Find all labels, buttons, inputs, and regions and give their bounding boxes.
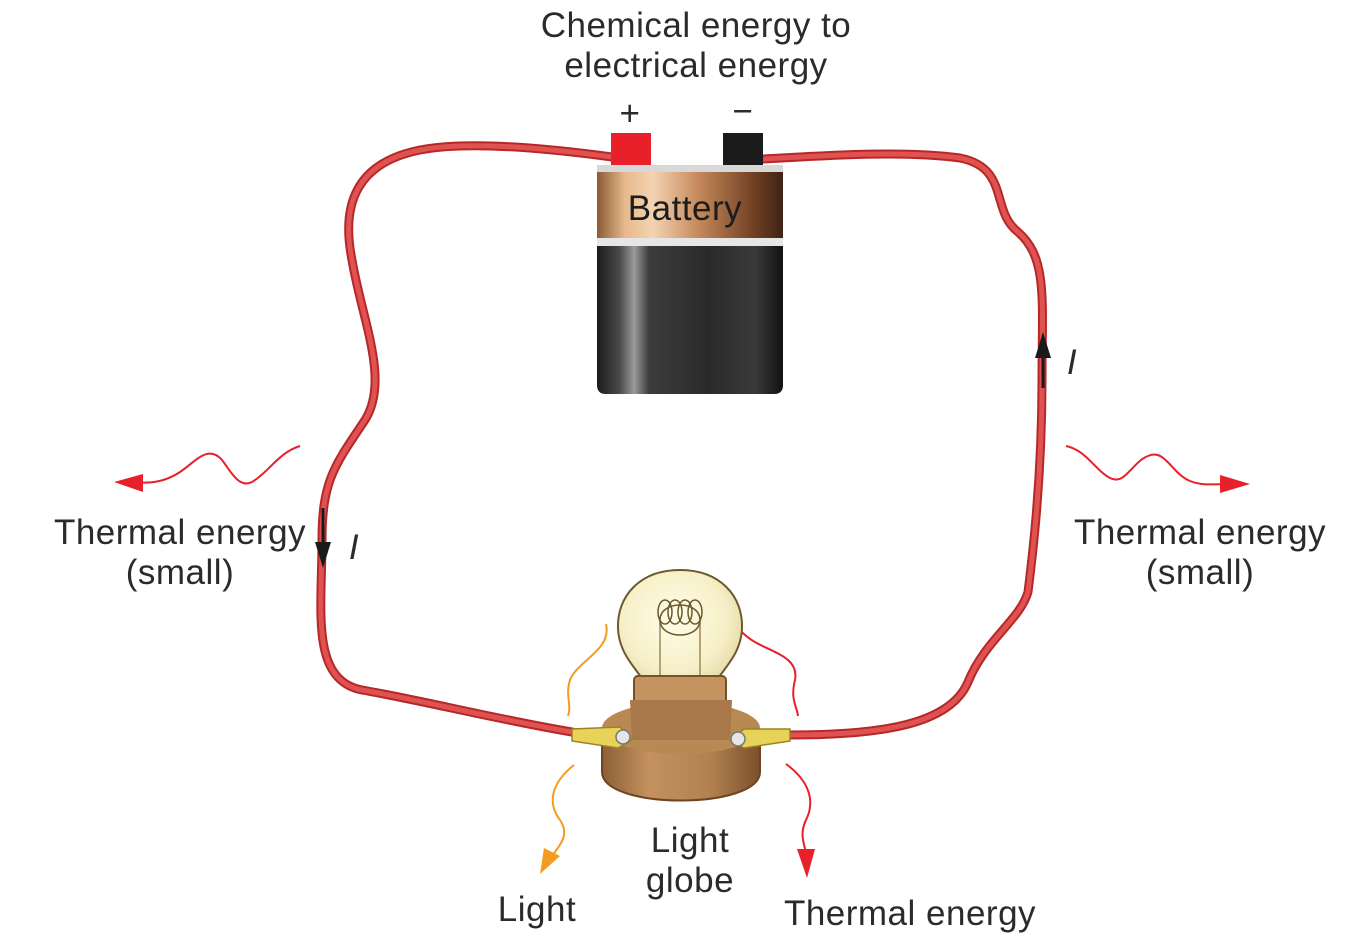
light-wave-lower bbox=[551, 764, 575, 857]
thermal-arrowhead-right bbox=[1220, 475, 1250, 493]
current-arrow-right bbox=[1035, 332, 1051, 388]
thermal-label-right: Thermal energy (small) bbox=[1055, 513, 1345, 593]
thermal-label-bottom: Thermal energy bbox=[783, 894, 1037, 933]
light-wave-upper bbox=[567, 623, 608, 717]
heat-wave-upper bbox=[741, 631, 799, 717]
minus-label: − bbox=[732, 92, 754, 131]
heat-wave-lower bbox=[785, 763, 812, 853]
negative-terminal bbox=[723, 133, 763, 169]
light-label: Light bbox=[497, 890, 577, 929]
plus-label: + bbox=[619, 94, 641, 133]
thermal-label-left-line2: (small) bbox=[125, 553, 235, 592]
current-label-left: I bbox=[348, 528, 360, 567]
thermal-arrow-left bbox=[134, 445, 301, 485]
battery bbox=[597, 133, 783, 394]
thermal-label-right-line1: Thermal energy bbox=[1073, 513, 1327, 552]
globe-label-line2: globe bbox=[645, 861, 735, 900]
battery-label: Battery bbox=[627, 189, 743, 228]
light-arrowhead bbox=[540, 848, 560, 874]
battery-caption-line2: electrical energy bbox=[564, 46, 828, 85]
current-arrow-left bbox=[315, 508, 331, 568]
globe-label-line1: Light bbox=[650, 821, 730, 860]
thermal-arrow-right bbox=[1065, 445, 1227, 486]
globe-label: Light globe bbox=[630, 821, 750, 901]
light-globe bbox=[571, 568, 791, 802]
thermal-label-left-line1: Thermal energy bbox=[53, 513, 307, 552]
thermal-label-right-line2: (small) bbox=[1145, 553, 1255, 592]
thermal-arrowhead-left bbox=[114, 474, 143, 492]
battery-caption: Chemical energy to electrical energy bbox=[520, 6, 872, 86]
positive-terminal bbox=[611, 133, 651, 169]
battery-caption-line1: Chemical energy to bbox=[540, 6, 852, 45]
current-label-right: I bbox=[1066, 343, 1078, 382]
thermal-label-left: Thermal energy (small) bbox=[30, 513, 330, 593]
thermal-arrowhead-bottom bbox=[797, 849, 815, 878]
